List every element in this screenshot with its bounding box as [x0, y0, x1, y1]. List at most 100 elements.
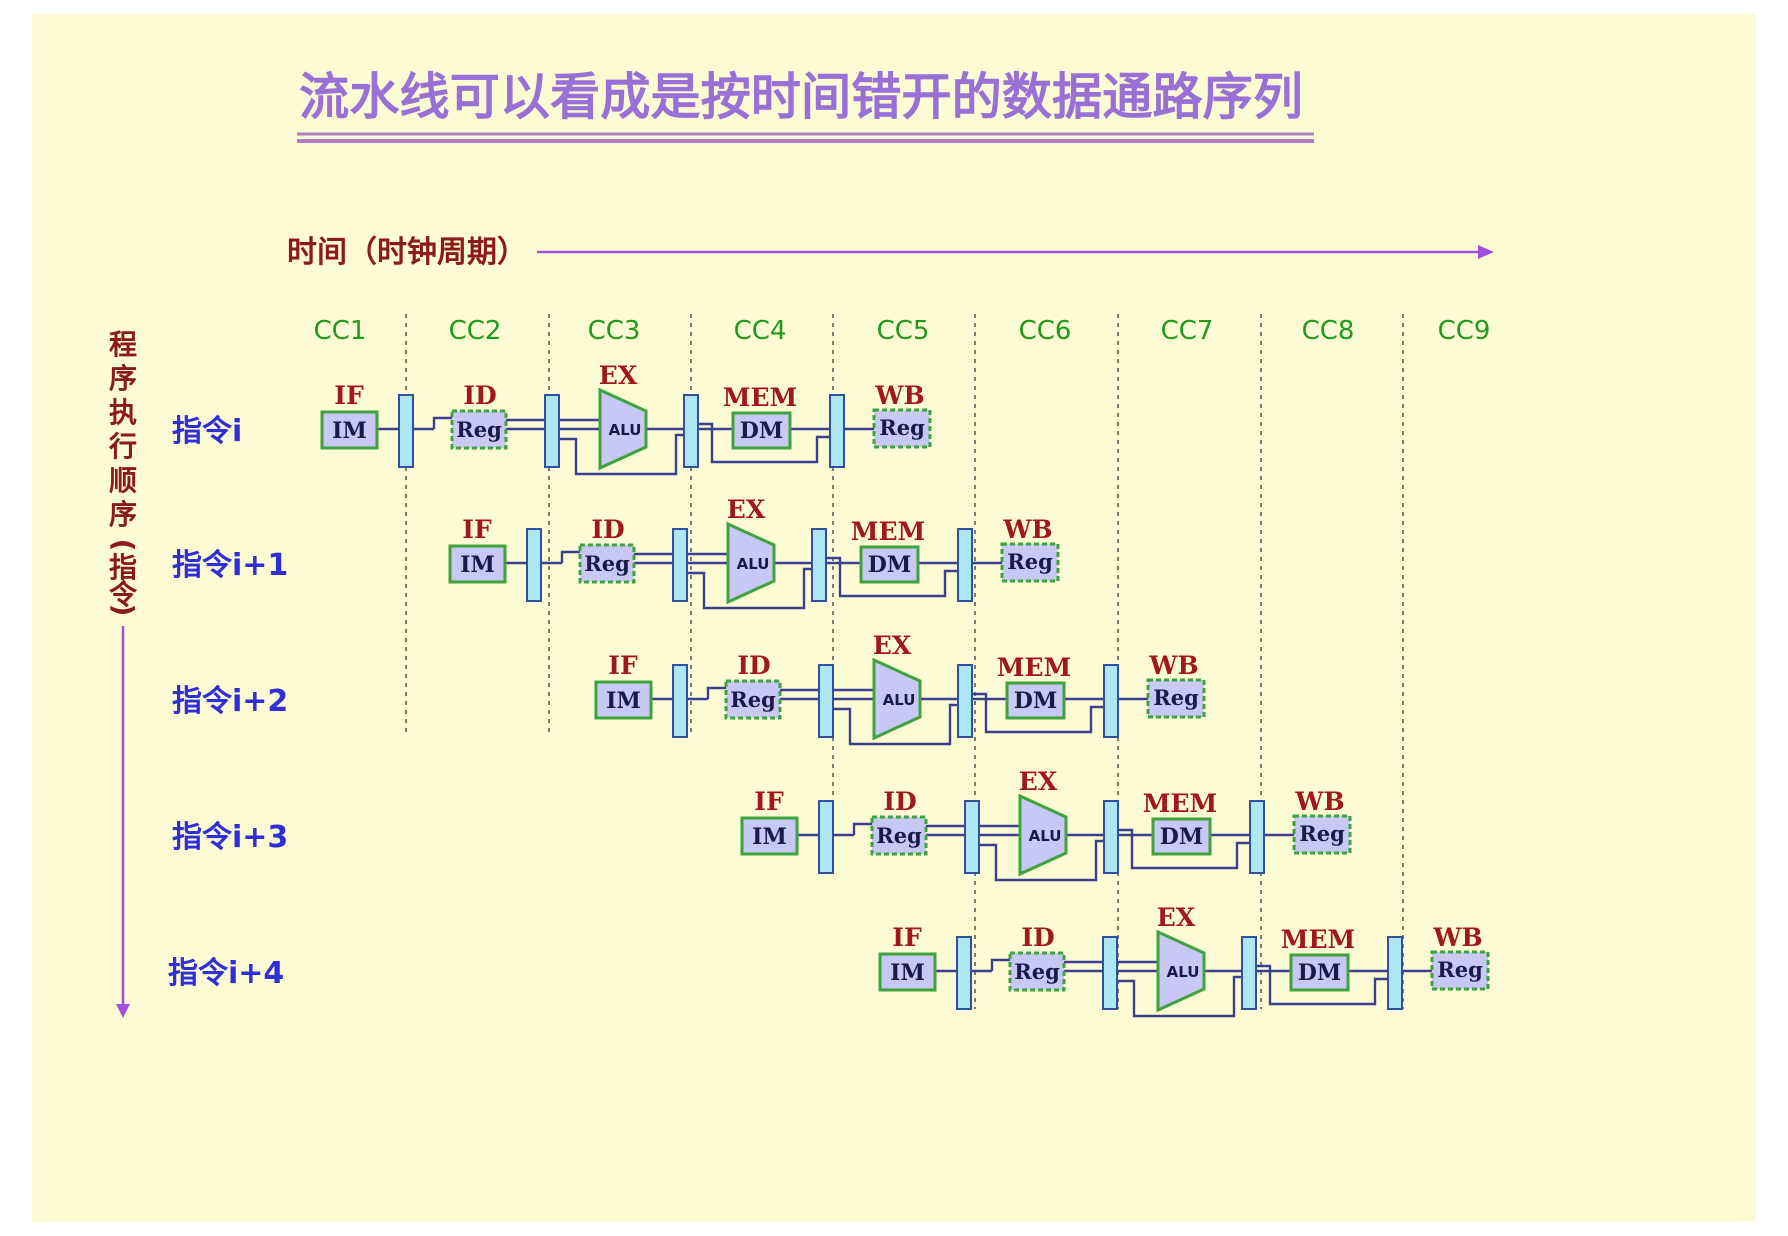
alu-bypass-wire: [819, 703, 958, 746]
pipeline-register: [672, 528, 688, 602]
register-file-write-box: [1146, 678, 1206, 719]
pipeline-register: [1387, 936, 1403, 1010]
pipeline-register: [672, 664, 688, 738]
alu-shape: [872, 657, 922, 741]
pipeline-register: [818, 664, 834, 738]
dm-bypass-wire: [698, 422, 830, 464]
data-memory-box: [731, 411, 792, 450]
pipeline-register: [526, 528, 542, 602]
instruction-label: 指令i+1: [172, 548, 288, 583]
register-file-write-box: [872, 408, 932, 449]
cycle-label-cc9: CC9: [1438, 316, 1491, 346]
stage-label-wb: WB: [1002, 515, 1052, 544]
stage-label-if: IF: [892, 923, 922, 952]
pipeline-diagram: 流水线可以看成是按时间错开的数据通路序列 时间（时钟周期） 程序执行顺序(指令)…: [107, 67, 1494, 1018]
order-axis-arrowhead: [116, 1004, 130, 1018]
time-axis-label: 时间（时钟周期）: [287, 235, 527, 270]
writeback-hook-wire: [990, 958, 1010, 971]
pipeline-register: [398, 394, 414, 468]
stage-label-if: IF: [462, 515, 492, 544]
instruction-memory-box: [740, 816, 799, 856]
dm-bypass-wire: [972, 692, 1104, 734]
im-label: IM: [332, 418, 367, 444]
order-axis-char: ): [107, 604, 140, 617]
register-file-read-box: [578, 543, 636, 584]
pipeline-register: [811, 528, 827, 602]
alu-label: ALU: [609, 421, 642, 439]
pipeline-register: [683, 394, 699, 468]
cycle-label-cc8: CC8: [1302, 316, 1355, 346]
cycle-label-cc7: CC7: [1161, 316, 1214, 346]
instruction-label: 指令i: [172, 414, 242, 449]
stage-label-if: IF: [334, 381, 364, 410]
pipeline-register: [829, 394, 845, 468]
time-axis-arrowhead: [1478, 245, 1494, 259]
stage-label-id: ID: [1021, 923, 1054, 952]
reg-read-label: Reg: [1014, 959, 1060, 984]
alu-shape: [598, 387, 648, 471]
reg-read-label: Reg: [456, 417, 502, 442]
dm-label: DM: [1160, 824, 1203, 850]
stage-label-ex: EX: [599, 361, 638, 390]
cycle-label-cc1: CC1: [314, 316, 367, 346]
alu-label: ALU: [737, 555, 770, 573]
register-file-write-box: [1292, 814, 1352, 855]
cycle-label-cc3: CC3: [588, 316, 641, 346]
pipeline-register: [1102, 936, 1118, 1010]
alu-bypass-wire: [965, 839, 1104, 882]
im-label: IM: [460, 552, 495, 578]
alu-bypass-wire: [1103, 975, 1242, 1018]
stage-label-ex: EX: [727, 495, 766, 524]
pipeline-register: [957, 664, 973, 738]
slide: 流水线可以看成是按时间错开的数据通路序列 时间（时钟周期） 程序执行顺序(指令)…: [32, 14, 1756, 1222]
alu-bypass-wire: [673, 567, 812, 610]
writeback-hook-wire: [560, 550, 580, 563]
cycle-label-cc2: CC2: [449, 316, 502, 346]
stage-label-mem: MEM: [1281, 925, 1355, 954]
order-axis-char: 序: [109, 498, 137, 531]
cycle-label-cc5: CC5: [877, 316, 930, 346]
dm-bypass-wire: [1118, 828, 1250, 870]
register-file-read-box: [724, 679, 782, 720]
writeback-hook-wire: [432, 416, 452, 429]
register-file-read-box: [450, 409, 508, 450]
cycle-label-cc4: CC4: [734, 316, 787, 346]
stage-label-id: ID: [883, 787, 916, 816]
stage-label-ex: EX: [1019, 767, 1058, 796]
register-file-read-box: [870, 815, 928, 856]
alu-bypass-wire: [545, 433, 684, 476]
page-title: 流水线可以看成是按时间错开的数据通路序列: [299, 67, 1303, 126]
im-label: IM: [890, 960, 925, 986]
writeback-hook-wire: [706, 686, 726, 699]
stage-label-wb: WB: [1294, 787, 1344, 816]
reg-read-label: Reg: [876, 823, 922, 848]
data-memory-box: [1289, 953, 1350, 992]
instruction-label: 指令i+2: [172, 684, 288, 719]
data-memory-box: [859, 545, 920, 584]
dm-bypass-wire: [826, 556, 958, 598]
order-axis-char: (: [107, 539, 140, 552]
register-file-write-box: [1000, 542, 1060, 583]
data-memory-box: [1005, 681, 1066, 720]
dm-label: DM: [868, 552, 911, 578]
alu-shape: [1018, 793, 1068, 877]
stage-label-if: IF: [608, 651, 638, 680]
instruction-memory-box: [594, 680, 653, 720]
pipeline-register: [1103, 800, 1119, 874]
stage-label-id: ID: [463, 381, 496, 410]
reg-write-label: Reg: [1437, 957, 1483, 982]
order-axis-char: 序: [109, 362, 137, 395]
order-axis-char: 程: [109, 328, 137, 361]
alu-shape: [1156, 929, 1206, 1013]
alu-label: ALU: [883, 691, 916, 709]
stage-label-wb: WB: [1432, 923, 1482, 952]
